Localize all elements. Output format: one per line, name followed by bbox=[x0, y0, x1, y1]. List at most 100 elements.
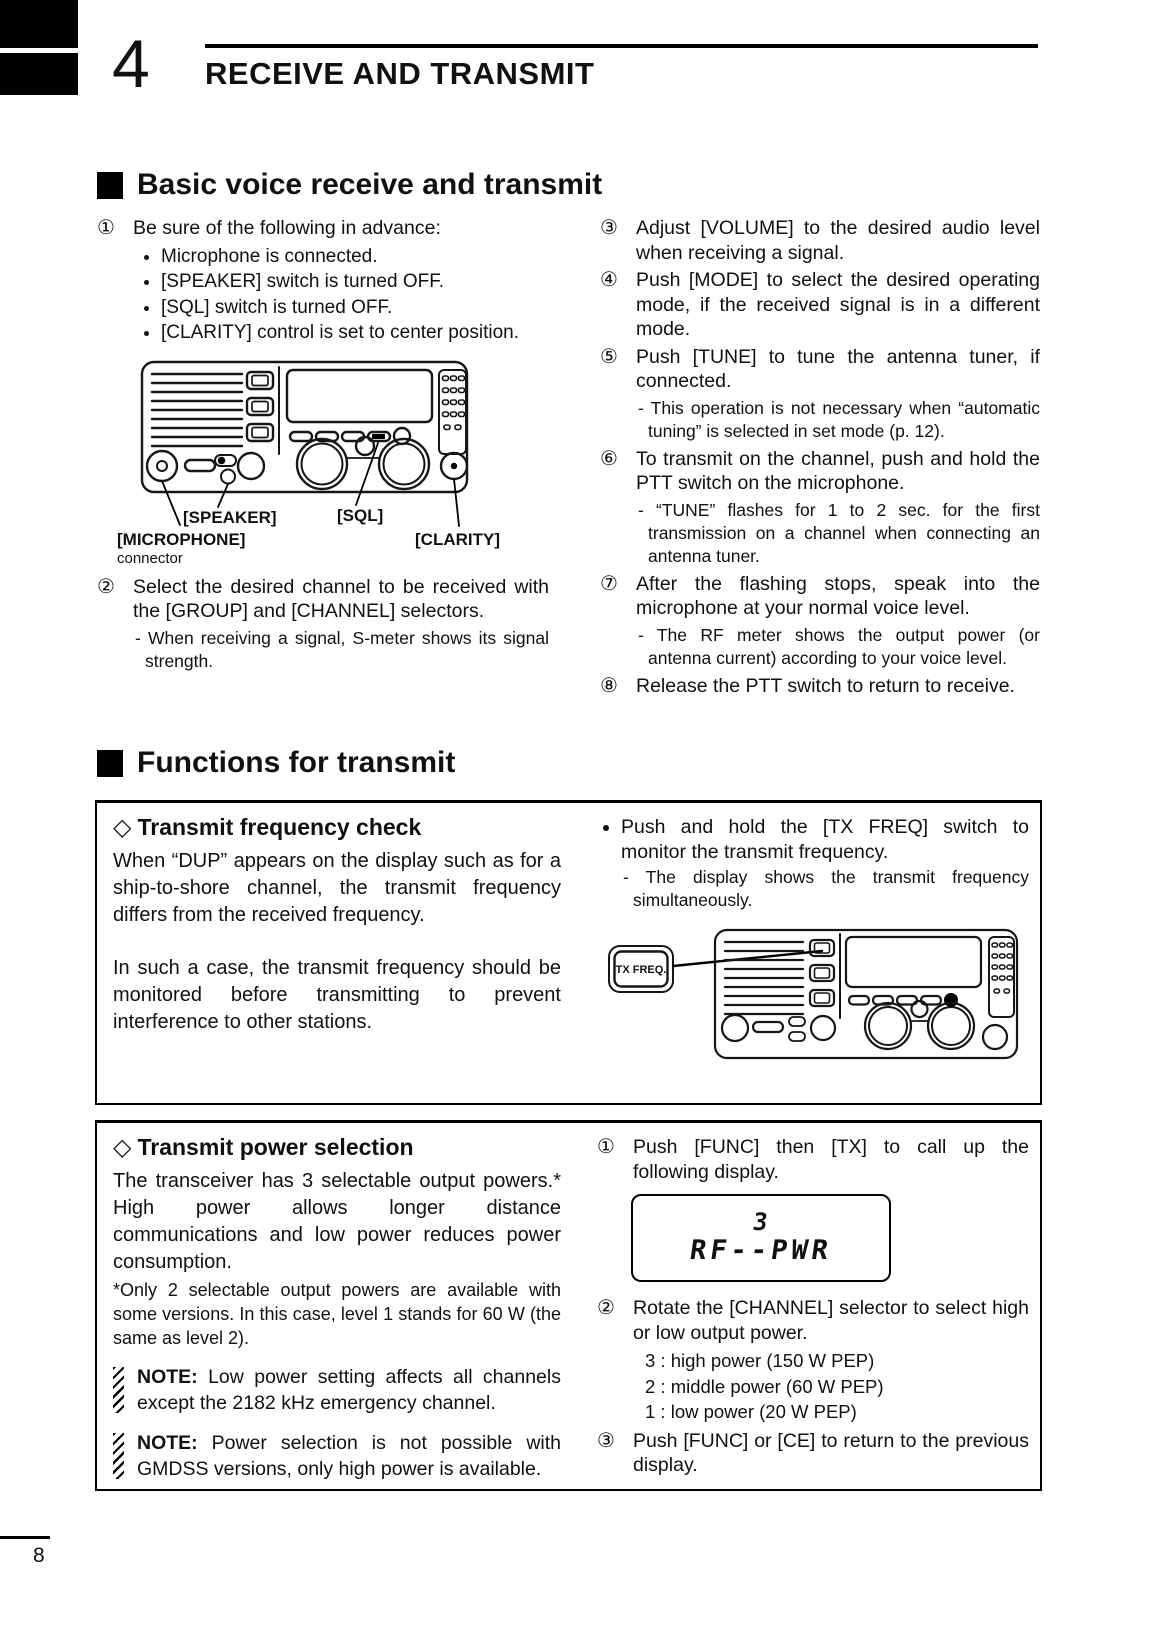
note-text: Low power setting affects all channels e… bbox=[137, 1366, 561, 1414]
step-5-note: - This operation is not necessary when “… bbox=[638, 397, 1040, 441]
tx-freq-button-label: TX FREQ. bbox=[616, 964, 667, 976]
step-4: ④ Push [MODE] to select the desired oper… bbox=[600, 268, 1040, 342]
box-title-text: Transmit frequency check bbox=[137, 814, 422, 840]
step-2: ② Select the desired channel to be recei… bbox=[97, 575, 549, 624]
channel-knob bbox=[377, 437, 431, 490]
step-6-note: - “TUNE” flashes for 1 to 2 sec. for the… bbox=[638, 499, 1040, 566]
power-box-right: ① Push [FUNC] then [TX] to call up the f… bbox=[597, 1135, 1029, 1481]
step-number: ② bbox=[597, 1297, 615, 1319]
step-text: Push [MODE] to select the desired operat… bbox=[636, 269, 1040, 340]
step-text: Adjust [VOLUME] to the desired audio lev… bbox=[636, 217, 1040, 264]
step-number: ④ bbox=[600, 269, 618, 291]
chapter-tab-block-top bbox=[0, 0, 78, 48]
box-title: ◇Transmit frequency check bbox=[113, 813, 561, 842]
power-level-item: 3 : high power (150 W PEP) bbox=[645, 1350, 875, 1371]
keypad bbox=[988, 936, 1015, 1018]
radio-front-panel-diagram: [SPEAKER] [SQL] [MICROPHONE] connector [… bbox=[117, 360, 500, 567]
sql-callout-line bbox=[355, 441, 379, 506]
box-title-text: Transmit power selection bbox=[137, 1134, 414, 1160]
black-square-icon bbox=[97, 749, 123, 777]
precheck-list: Microphone is connected. [SPEAKER] switc… bbox=[97, 244, 549, 346]
tx-freq-diagram: TX FREQ. bbox=[608, 928, 1019, 1060]
note-label: NOTE: bbox=[137, 1366, 198, 1388]
speaker-switch bbox=[214, 453, 237, 467]
chapter-rule bbox=[205, 44, 1038, 48]
tx-freq-note: - The display shows the transmit frequen… bbox=[623, 867, 1029, 910]
tx-freq-callout-line bbox=[671, 949, 824, 968]
step-5: ⑤ Push [TUNE] to tune the antenna tuner,… bbox=[600, 345, 1040, 394]
diamond-icon: ◇ bbox=[113, 1134, 132, 1161]
basic-right-column: ③ Adjust [VOLUME] to the desired audio l… bbox=[600, 216, 1040, 701]
step-text: After the flashing stops, speak into the… bbox=[636, 572, 1040, 620]
freq-box-left: ◇Transmit frequency check When “DUP” app… bbox=[113, 813, 561, 1036]
step-text: Push [TUNE] to tune the antenna tuner, i… bbox=[636, 345, 1040, 393]
transmit-power-selection-box: ◇Transmit power selection The transceive… bbox=[95, 1120, 1042, 1491]
microphone-sublabel: connector bbox=[117, 550, 183, 567]
chapter-tab-block-bottom bbox=[0, 53, 78, 95]
sql-label: [SQL] bbox=[337, 506, 383, 525]
step-text: Release the PTT switch to return to rece… bbox=[636, 674, 1015, 697]
lcd-rf-pwr-text: RF--PWR bbox=[688, 1235, 835, 1266]
step-number: ⑧ bbox=[600, 674, 618, 697]
freq-box-right: Push and hold the [TX FREQ] switch to mo… bbox=[597, 815, 1029, 1087]
paragraph: In such a case, the transmit frequency s… bbox=[113, 957, 561, 1033]
chapter-title: RECEIVE AND TRANSMIT bbox=[205, 56, 595, 91]
clarity-callout-line bbox=[453, 477, 460, 527]
list-item: Push and hold the [TX FREQ] switch to mo… bbox=[621, 815, 1029, 865]
speaker-grille bbox=[723, 940, 805, 1016]
hatch-border bbox=[113, 1367, 124, 1413]
power-step-1: ① Push [FUNC] then [TX] to call up the f… bbox=[597, 1135, 1029, 1184]
channel-knob bbox=[926, 1001, 976, 1051]
section-heading-basic: Basic voice receive and transmit bbox=[97, 168, 602, 202]
section-title: Basic voice receive and transmit bbox=[137, 168, 603, 201]
lcd-display: 3 RF--PWR bbox=[631, 1194, 891, 1282]
step-2-note: - When receiving a signal, S-meter shows… bbox=[135, 627, 549, 671]
step-7-note: - The RF meter shows the output power (o… bbox=[638, 624, 1040, 668]
speaker-callout-line bbox=[217, 482, 229, 508]
step-text: Push [FUNC] then [TX] to call up the fol… bbox=[633, 1136, 1029, 1183]
black-square-icon bbox=[97, 171, 123, 199]
step-text: Push [FUNC] or [CE] to return to the pre… bbox=[633, 1429, 1029, 1477]
list-item: [CLARITY] control is set to center posit… bbox=[161, 320, 549, 346]
transmit-frequency-check-box: ◇Transmit frequency check When “DUP” app… bbox=[95, 800, 1042, 1105]
section-title: Functions for transmit bbox=[137, 746, 456, 779]
microphone-callout-line bbox=[161, 479, 181, 526]
note-block: NOTE: Power selection is not possible wi… bbox=[113, 1430, 561, 1482]
step-text: Select the desired channel to be receive… bbox=[133, 575, 549, 623]
step-1: ① Be sure of the following in advance: bbox=[97, 216, 549, 241]
step-7: ⑦ After the flashing stops, speak into t… bbox=[600, 572, 1040, 621]
note-label: NOTE: bbox=[137, 1432, 198, 1454]
step-6: ⑥ To transmit on the channel, push and h… bbox=[600, 447, 1040, 496]
sql-button-mark bbox=[372, 433, 385, 439]
list-item: Microphone is connected. bbox=[161, 244, 549, 270]
paragraph: The transceiver has 3 selectable output … bbox=[113, 1170, 561, 1273]
power-step-2: ② Rotate the [CHANNEL] selector to selec… bbox=[597, 1296, 1029, 1345]
list-item: [SQL] switch is turned OFF. bbox=[161, 295, 549, 321]
step-3: ③ Adjust [VOLUME] to the desired audio l… bbox=[600, 216, 1040, 265]
box-title: ◇Transmit power selection bbox=[113, 1133, 561, 1162]
list-item: [SPEAKER] switch is turned OFF. bbox=[161, 269, 549, 295]
note-text: Power selection is not possible with GMD… bbox=[137, 1432, 561, 1480]
diamond-icon: ◇ bbox=[113, 814, 132, 841]
page-number: 8 bbox=[33, 1544, 45, 1567]
step-text: Rotate the [CHANNEL] selector to select … bbox=[633, 1297, 1029, 1344]
power-box-left: ◇Transmit power selection The transceive… bbox=[113, 1133, 561, 1482]
microphone-connector bbox=[145, 449, 179, 482]
speaker-grille bbox=[150, 372, 244, 447]
display-window bbox=[285, 368, 434, 423]
basic-left-column: ① Be sure of the following in advance: M… bbox=[97, 216, 549, 677]
tx-freq-button bbox=[608, 945, 674, 993]
paragraph: When “DUP” appears on the display such a… bbox=[113, 850, 561, 926]
hatch-border bbox=[113, 1433, 124, 1479]
clarity-label: [CLARITY] bbox=[415, 530, 500, 549]
note-block: NOTE: Low power setting affects all chan… bbox=[113, 1364, 561, 1416]
step-number: ① bbox=[97, 217, 115, 239]
panel-outline bbox=[713, 928, 1019, 1060]
group-knob bbox=[295, 437, 349, 490]
section-heading-functions: Functions for transmit bbox=[97, 746, 455, 780]
step-text: To transmit on the channel, push and hol… bbox=[636, 447, 1040, 495]
group-knob bbox=[863, 1001, 913, 1051]
step-number: ⑦ bbox=[600, 572, 618, 595]
power-step-3: ③ Push [FUNC] or [CE] to return to the p… bbox=[597, 1429, 1029, 1478]
